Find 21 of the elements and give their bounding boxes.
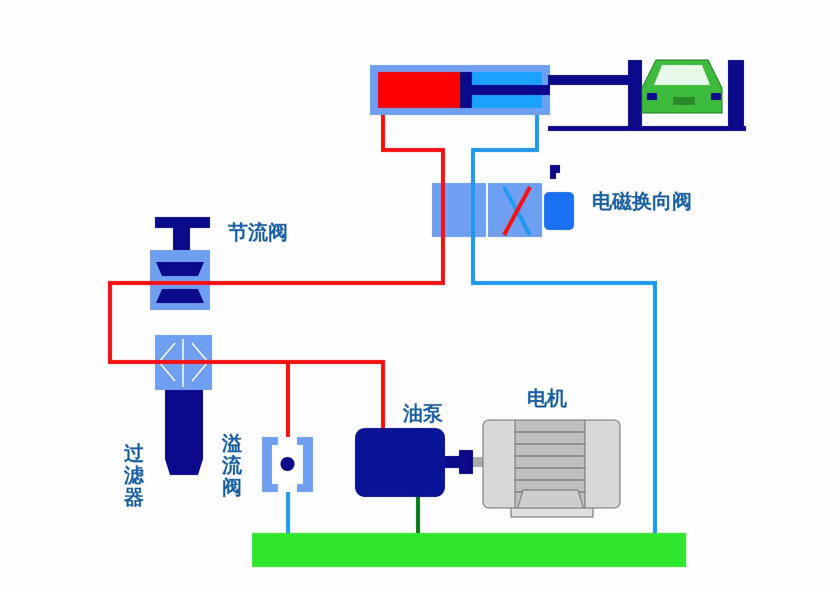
- pipe-line: [471, 238, 657, 533]
- pipe-line: [471, 115, 539, 165]
- pipe-line: [286, 492, 290, 533]
- component-label: 溢流阀: [222, 432, 242, 498]
- hydraulic-cylinder-drawing: [370, 65, 550, 115]
- component-label: 节流阀: [228, 219, 288, 246]
- pipe-line: [286, 360, 385, 437]
- pipe-line: [416, 497, 420, 533]
- pipe-line: [381, 115, 445, 165]
- oil-pump-drawing: [355, 428, 485, 497]
- electric-motor-drawing: [483, 418, 620, 518]
- oil-tank-bar: [252, 533, 686, 567]
- component-label: 过滤器: [124, 442, 144, 508]
- pipe-line: [210, 238, 445, 285]
- relief-valve-drawing: [262, 437, 313, 492]
- pipe-line: [108, 281, 155, 364]
- filter-drawing: [155, 335, 212, 475]
- throttle-valve-drawing: [150, 217, 210, 310]
- component-label: 油泵: [403, 400, 443, 427]
- component-label: 电机: [527, 385, 567, 412]
- component-label: 电磁换向阀: [592, 188, 692, 215]
